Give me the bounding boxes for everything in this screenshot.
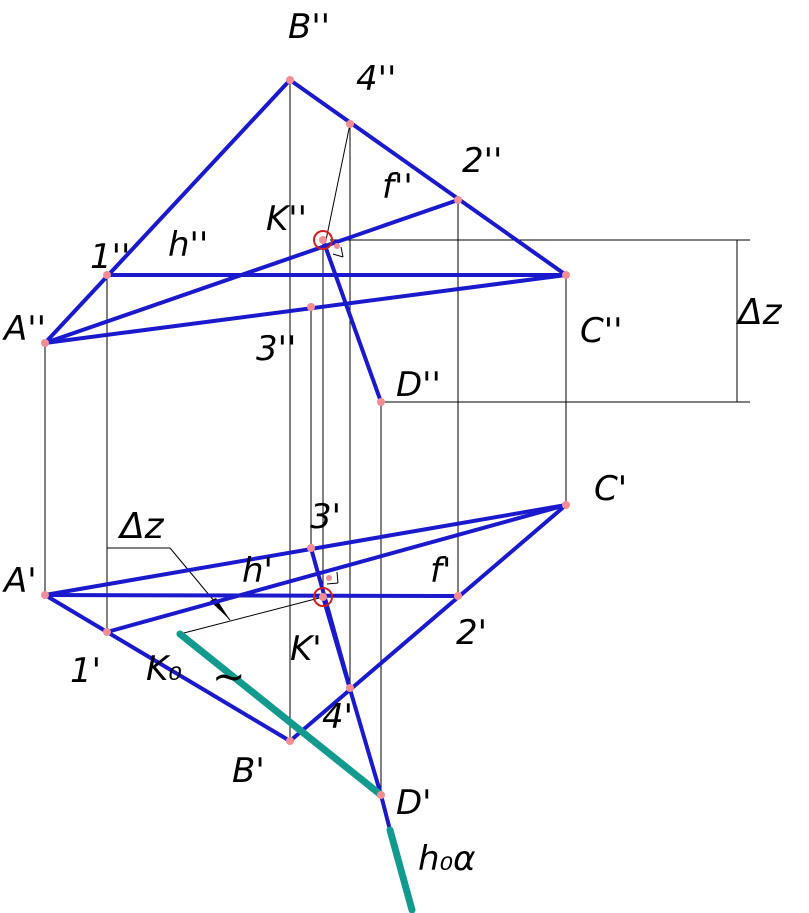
edge-b1-c1 xyxy=(288,503,568,743)
edge-b2-c2 xyxy=(288,78,568,277)
point-4-1 xyxy=(346,684,354,692)
label-c1: C' xyxy=(594,469,627,509)
horizontal-projection xyxy=(43,503,568,913)
edge-a2-b2 xyxy=(43,78,292,345)
right-angle-mark-bottom-2 xyxy=(336,571,339,584)
label-k1: K' xyxy=(290,629,322,669)
label-a2: A'' xyxy=(2,309,46,349)
label-d1: D' xyxy=(396,783,432,823)
point-3-1 xyxy=(307,544,315,552)
point-c2 xyxy=(562,271,570,279)
right-angle-mark-bottom xyxy=(326,582,339,585)
edge-a2-c2 xyxy=(43,273,568,345)
edge-a1-b1 xyxy=(43,593,292,743)
label-3-2: 3'' xyxy=(256,329,296,369)
points xyxy=(41,76,570,799)
line-k2-d2 xyxy=(321,238,383,404)
point-k1 xyxy=(319,593,327,601)
point-3-2 xyxy=(307,303,315,311)
label-dz-left: Δz xyxy=(117,506,165,547)
label-f2: f'' xyxy=(382,167,413,207)
label-k0: K₀ xyxy=(146,649,182,689)
point-d2 xyxy=(377,398,385,406)
edge-a1-c1 xyxy=(43,503,568,597)
frontal-projection xyxy=(43,78,568,404)
point-b1 xyxy=(286,737,294,745)
frontal-f2 xyxy=(43,198,460,345)
label-h2: h'' xyxy=(168,225,208,265)
label-2-1: 2' xyxy=(456,613,487,653)
point-4-2 xyxy=(346,120,354,128)
point-b2 xyxy=(286,76,294,84)
point-2-1 xyxy=(454,592,462,600)
right-angle-mark-top xyxy=(332,253,344,258)
point-1-2 xyxy=(103,271,111,279)
labels: B'' 4'' 2'' f'' K'' 1'' h'' A'' C'' 3'' … xyxy=(2,7,783,879)
line-3-4 xyxy=(309,546,352,690)
point-1-1 xyxy=(103,628,111,636)
point-k2 xyxy=(319,236,327,244)
label-3-1: 3' xyxy=(310,497,341,537)
label-4-1: 4' xyxy=(322,697,353,737)
label-1-2: 1'' xyxy=(90,237,130,277)
label-tilde: ~ xyxy=(212,654,246,700)
label-h1: h' xyxy=(242,551,273,591)
marker-circle-k2 xyxy=(313,230,333,250)
trace-h0a xyxy=(386,826,416,913)
right-angle-mark-top-2 xyxy=(340,246,344,258)
label-d2: D'' xyxy=(396,365,441,405)
line-d1-extension xyxy=(379,793,392,832)
point-k-mark-bottom xyxy=(326,575,332,581)
label-c2: C'' xyxy=(580,311,622,351)
marker-circle-k1 xyxy=(313,587,333,607)
k0-construction-line xyxy=(179,596,324,635)
label-b2: B'' xyxy=(288,7,330,47)
point-d1 xyxy=(377,791,385,799)
label-4-2: 4'' xyxy=(356,59,396,99)
frontal-f1 xyxy=(43,593,460,598)
label-k2: K'' xyxy=(266,199,307,239)
point-a2 xyxy=(41,339,49,347)
construction-lines xyxy=(44,80,750,795)
k2-to-4-line xyxy=(324,123,351,246)
label-a1: A' xyxy=(2,561,37,601)
label-f1: f' xyxy=(430,551,451,591)
point-2-2 xyxy=(454,196,462,204)
trace-k0-d1 xyxy=(176,630,385,799)
label-dz-right: Δz xyxy=(735,292,783,333)
point-k-mark-top xyxy=(334,243,340,249)
label-1-1: 1' xyxy=(70,651,101,691)
label-b1: B' xyxy=(232,751,265,791)
label-2-2: 2'' xyxy=(462,141,502,181)
point-a1 xyxy=(41,591,49,599)
label-h0a: h₀α xyxy=(418,839,476,879)
horizontal-h1 xyxy=(105,503,568,634)
point-c1 xyxy=(562,501,570,509)
